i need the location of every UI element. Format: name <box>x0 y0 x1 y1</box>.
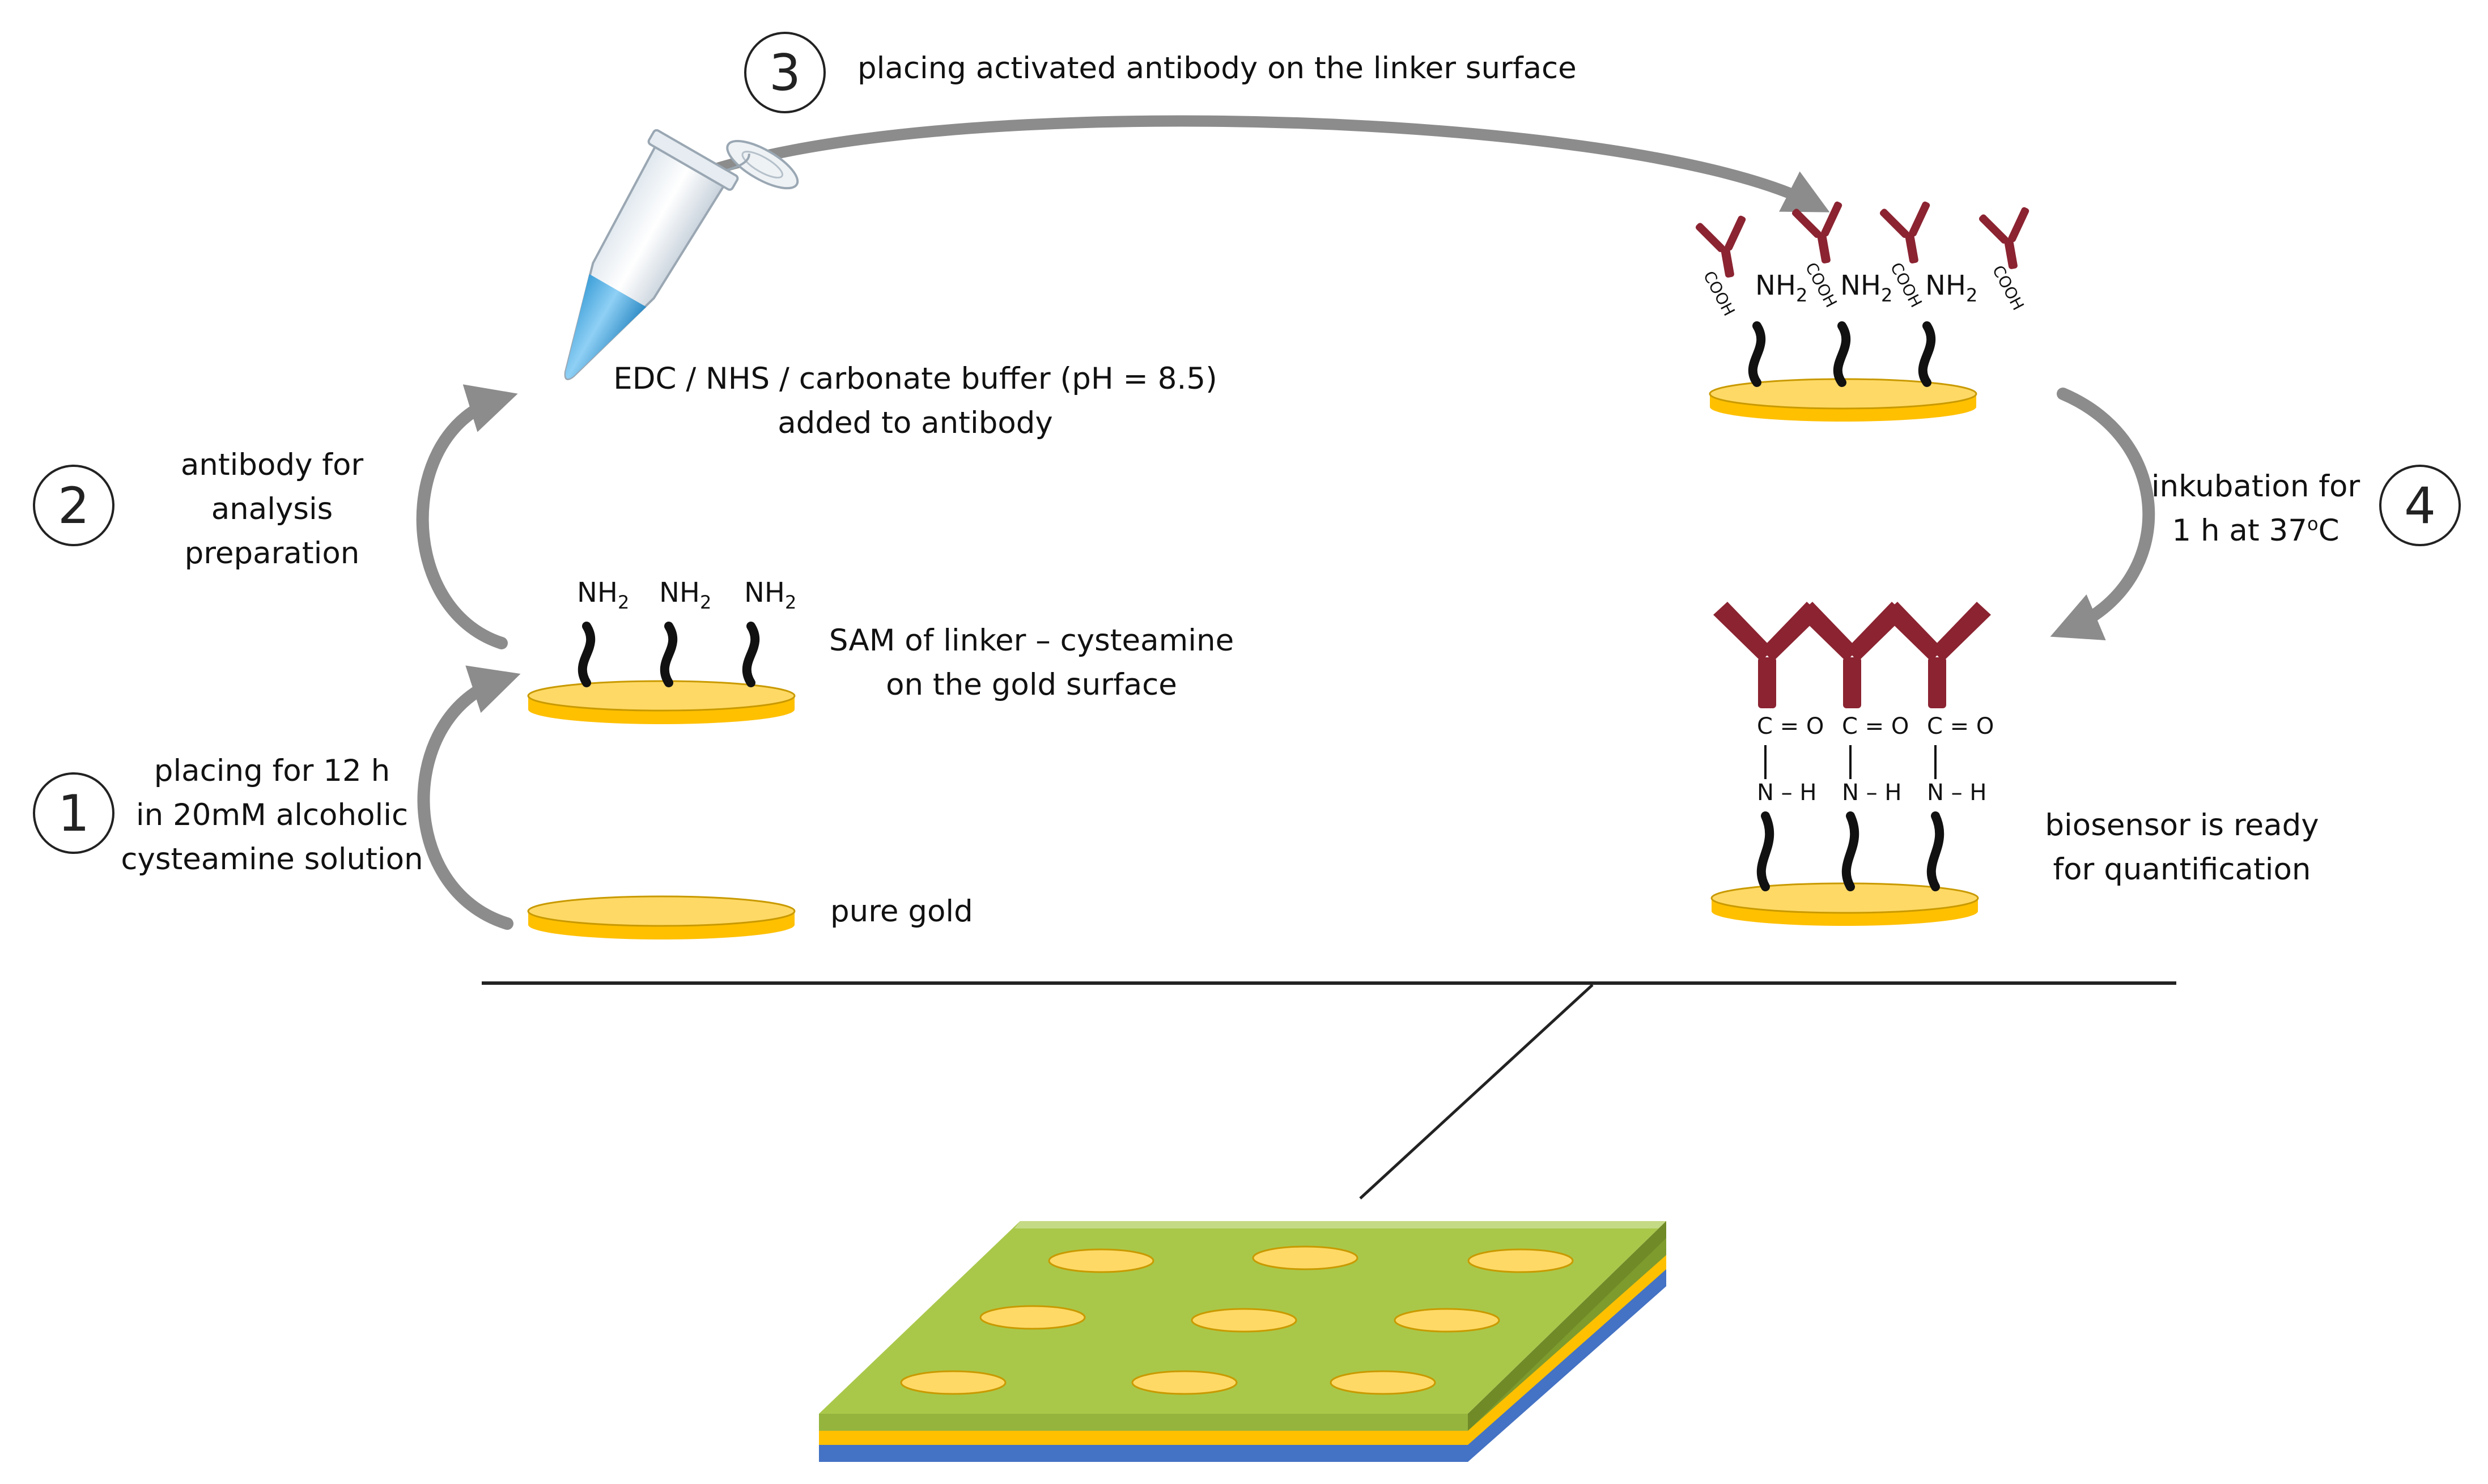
step-4-badge: 4 <box>2379 465 2461 546</box>
step-2-badge: 2 <box>33 465 114 546</box>
large-antibodies <box>1713 602 1991 708</box>
step-2-description: antibody for analysis preparation <box>180 448 364 571</box>
carbonyl-label: C = O <box>1842 713 1909 739</box>
zoom-connector-line <box>1359 984 1594 1200</box>
carbonyl-label: C = O <box>1927 713 1994 739</box>
amine-bond-label: N – H <box>1757 780 1816 806</box>
amine-label: NH2 <box>744 577 796 613</box>
activated-gold-disc <box>1709 378 1977 422</box>
amine-bond-label: N – H <box>1927 780 1986 806</box>
step-3-description: placing activated antibody on the linker… <box>857 51 1577 86</box>
step-4-description: inkubation for 1 h at 37oC <box>2151 469 2360 548</box>
arrow-step-4 <box>2050 388 2155 640</box>
amine-label: NH2 <box>1925 270 1977 306</box>
amine-label: NH2 <box>577 577 629 613</box>
activated-linkers <box>1748 321 1936 387</box>
biosensor-ready-label: biosensor is ready for quantification <box>2045 808 2319 887</box>
sam-amine-labels: NH2 NH2 NH2 <box>577 577 796 613</box>
carbonyl-label: C = O <box>1757 713 1824 739</box>
amide-bonds: C = O C = O C = O N – H N – H N – H <box>1757 713 1994 806</box>
sam-label: SAM of linker – cysteamine on the gold s… <box>829 623 1234 702</box>
amine-label: NH2 <box>659 577 711 613</box>
step-1-badge: 1 <box>33 772 114 854</box>
arrow-step-1 <box>417 665 521 930</box>
step-1-description: placing for 12 h in 20mM alcoholic cyste… <box>121 754 423 877</box>
pure-gold-disc <box>527 895 796 939</box>
step-3-badge: 3 <box>744 32 826 113</box>
activated-amine-labels: NH2 NH2 NH2 <box>1755 270 1977 306</box>
edc-nhs-label: EDC / NHS / carbonate buffer (pH = 8.5) … <box>613 362 1217 440</box>
amine-label: NH2 <box>1840 270 1892 306</box>
sam-gold-disc <box>527 680 796 724</box>
amine-label: NH2 <box>1755 270 1807 306</box>
eppendorf-tube-icon <box>564 129 799 380</box>
biosensor-gold-disc <box>1710 882 1979 926</box>
arrow-step-2 <box>416 384 518 649</box>
pure-gold-label: pure gold <box>830 894 973 929</box>
cooh-label: COOH <box>1989 262 2028 313</box>
sam-linkers <box>578 622 760 687</box>
biosensor-linkers <box>1756 811 1944 891</box>
chip-electrodes <box>900 1245 1574 1395</box>
arrow-step-3 <box>635 115 1830 212</box>
amine-bond-label: N – H <box>1842 780 1901 806</box>
small-antibodies <box>1695 201 2030 278</box>
